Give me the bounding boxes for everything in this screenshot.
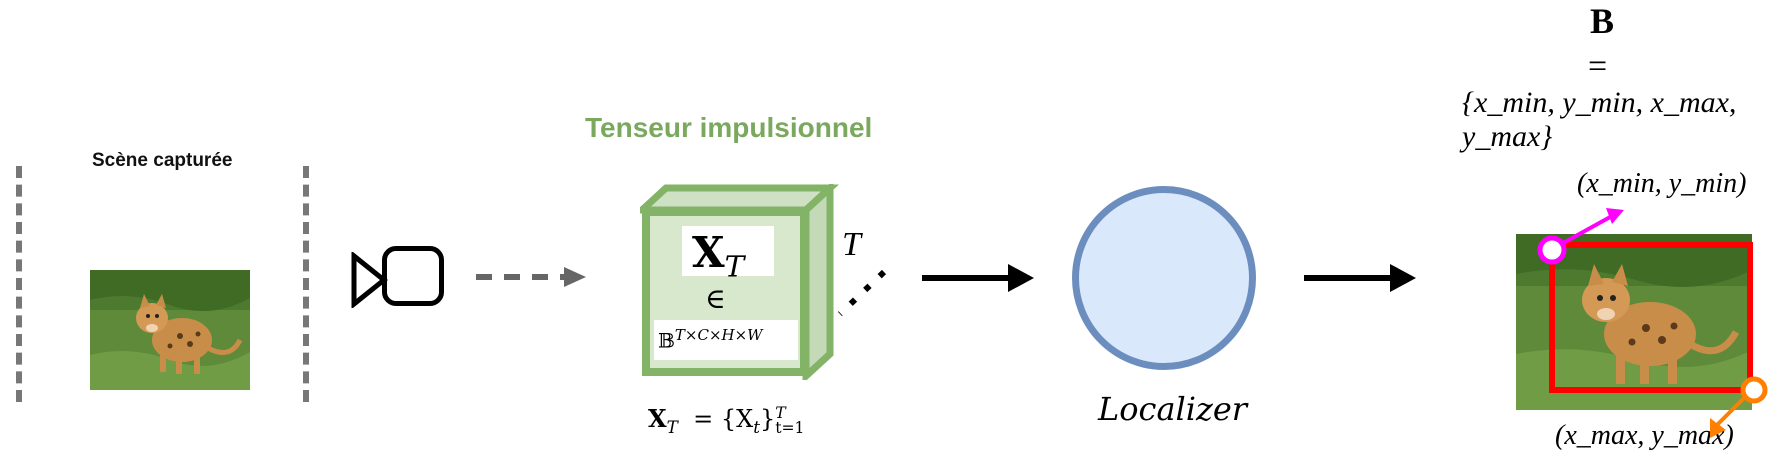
- tensor-symbol-bg: [682, 226, 774, 276]
- dashed-arrow: [474, 262, 594, 297]
- bounding-box-overlay: [1530, 200, 1780, 455]
- tensor-dims: 𝔹T×C×H×W: [658, 326, 763, 353]
- element-of-symbol: ∈: [705, 282, 726, 315]
- cat-photo: [90, 270, 250, 390]
- scene-right-border: [303, 166, 309, 402]
- localizer-label: Localizer: [1098, 390, 1248, 428]
- scene-title: Scène capturée: [92, 150, 233, 171]
- tensor-dims-bg: [654, 320, 798, 360]
- camera-body-icon: [382, 246, 444, 306]
- arrow-to-localizer: [920, 258, 1040, 303]
- bbox-set: {x_min, y_min, x_max, y_max}: [1462, 86, 1737, 153]
- tensor-symbol: XT: [692, 228, 745, 284]
- time-axis-dots: [836, 266, 892, 325]
- time-axis-label: T: [842, 226, 861, 263]
- event-camera-icon: [350, 250, 390, 313]
- localizer-node: [1072, 186, 1256, 370]
- tensor-title: Tenseur impulsionnel: [585, 112, 873, 143]
- arrow-to-output: [1302, 258, 1422, 303]
- max-point-label: (x_max, y_max): [1555, 420, 1734, 451]
- scene-left-border: [16, 166, 22, 402]
- bbox-symbol: B: [1590, 1, 1615, 41]
- tensor-cube: [633, 180, 840, 385]
- bbox-equals: =: [1588, 48, 1608, 85]
- min-point-label: (x_min, y_min): [1577, 168, 1747, 199]
